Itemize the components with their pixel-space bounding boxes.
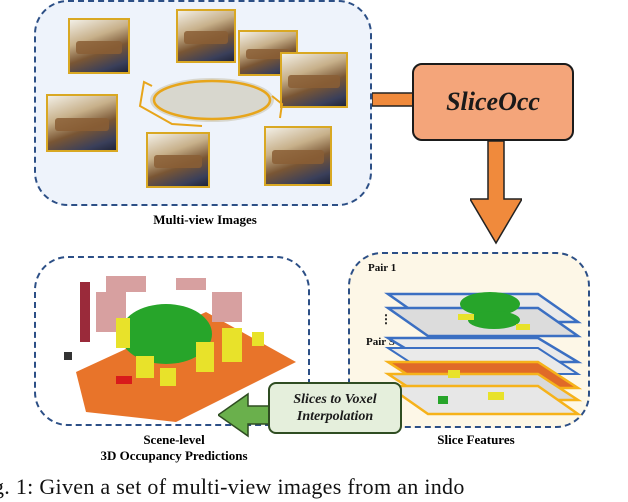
view-image-7 bbox=[264, 126, 332, 186]
prediction-caption-line1: Scene-level bbox=[143, 432, 205, 447]
interpolation-line1: Slices to Voxel bbox=[293, 392, 377, 407]
interpolation-box: Slices to Voxel Interpolation bbox=[268, 382, 402, 434]
method-box: SliceOcc bbox=[412, 63, 574, 141]
prediction-panel bbox=[34, 256, 310, 426]
prediction-caption-line2: 3D Occupancy Predictions bbox=[100, 448, 248, 463]
interpolation-line2: Interpolation bbox=[296, 409, 374, 424]
view-image-1 bbox=[68, 18, 130, 74]
slice-features-caption: Slice Features bbox=[437, 432, 515, 447]
view-image-2 bbox=[176, 9, 236, 63]
multiview-caption: Multi-view Images bbox=[153, 212, 257, 227]
camera-trajectory bbox=[138, 78, 284, 127]
arrow-to-slices bbox=[470, 141, 522, 245]
pair-ellipsis: ⋮ bbox=[380, 312, 392, 326]
figure-caption-fragment: Fig. 1: Given a set of multi-view images… bbox=[0, 474, 465, 499]
view-image-4 bbox=[280, 52, 348, 108]
view-image-6 bbox=[146, 132, 210, 188]
method-label: SliceOcc bbox=[446, 87, 540, 116]
multiview-panel bbox=[34, 0, 372, 206]
occupancy-voxels bbox=[64, 276, 296, 422]
arrow-to-method bbox=[372, 92, 414, 107]
pair-top-label: Pair 1 bbox=[368, 262, 397, 274]
view-image-5 bbox=[46, 94, 118, 152]
slice-stack bbox=[383, 292, 583, 416]
